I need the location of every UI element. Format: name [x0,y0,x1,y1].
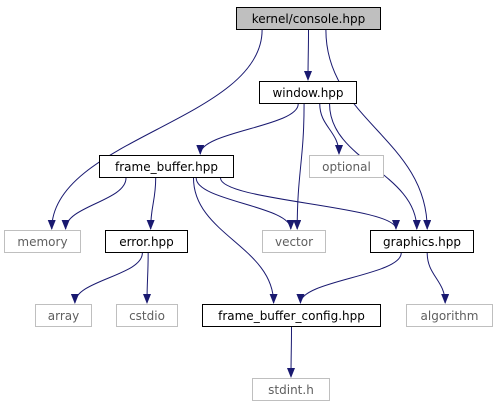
node-memory[interactable]: memory [4,230,81,253]
edge-window-hpp-to-frame-buffer-hpp [196,103,299,155]
edge-error-hpp-to-array [70,252,143,304]
node-array[interactable]: array [35,304,92,327]
edge-frame-buffer-hpp-to-error-hpp [146,177,157,230]
edge-graphics-hpp-to-frame-buffer-config-hpp [296,252,402,304]
edge-frame-buffer-config-hpp-to-stdint-h [287,326,296,378]
edge-console-hpp-to-memory [47,29,263,230]
node-window-hpp[interactable]: window.hpp [259,81,357,104]
node-error-hpp[interactable]: error.hpp [105,230,188,253]
edge-error-hpp-to-cstdio [143,252,152,304]
edge-console-hpp-to-graphics-hpp [325,29,432,230]
node-kernel-console-hpp[interactable]: kernel/console.hpp [236,7,381,30]
edge-window-hpp-to-vector [293,103,305,230]
node-optional[interactable]: optional [309,155,384,178]
edge-graphics-hpp-to-algorithm [426,252,450,304]
edge-frame-buffer-hpp-to-graphics-hpp [220,177,400,230]
node-cstdio[interactable]: cstdio [116,304,178,327]
edge-window-hpp-to-optional [319,103,343,155]
edge-frame-buffer-hpp-to-memory [61,177,127,230]
edge-console-hpp-to-window-hpp [304,29,313,81]
node-algorithm[interactable]: algorithm [406,304,493,327]
node-vector[interactable]: vector [262,230,326,253]
node-frame-buffer-config-hpp[interactable]: frame_buffer_config.hpp [202,304,381,327]
edge-frame-buffer-hpp-to-vector [195,177,295,230]
node-frame-buffer-hpp[interactable]: frame_buffer.hpp [99,155,234,178]
node-stdint-h[interactable]: stdint.h [252,378,330,401]
edge-frame-buffer-hpp-to-frame-buffer-config-hpp [193,177,278,304]
node-graphics-hpp[interactable]: graphics.hpp [370,230,474,253]
